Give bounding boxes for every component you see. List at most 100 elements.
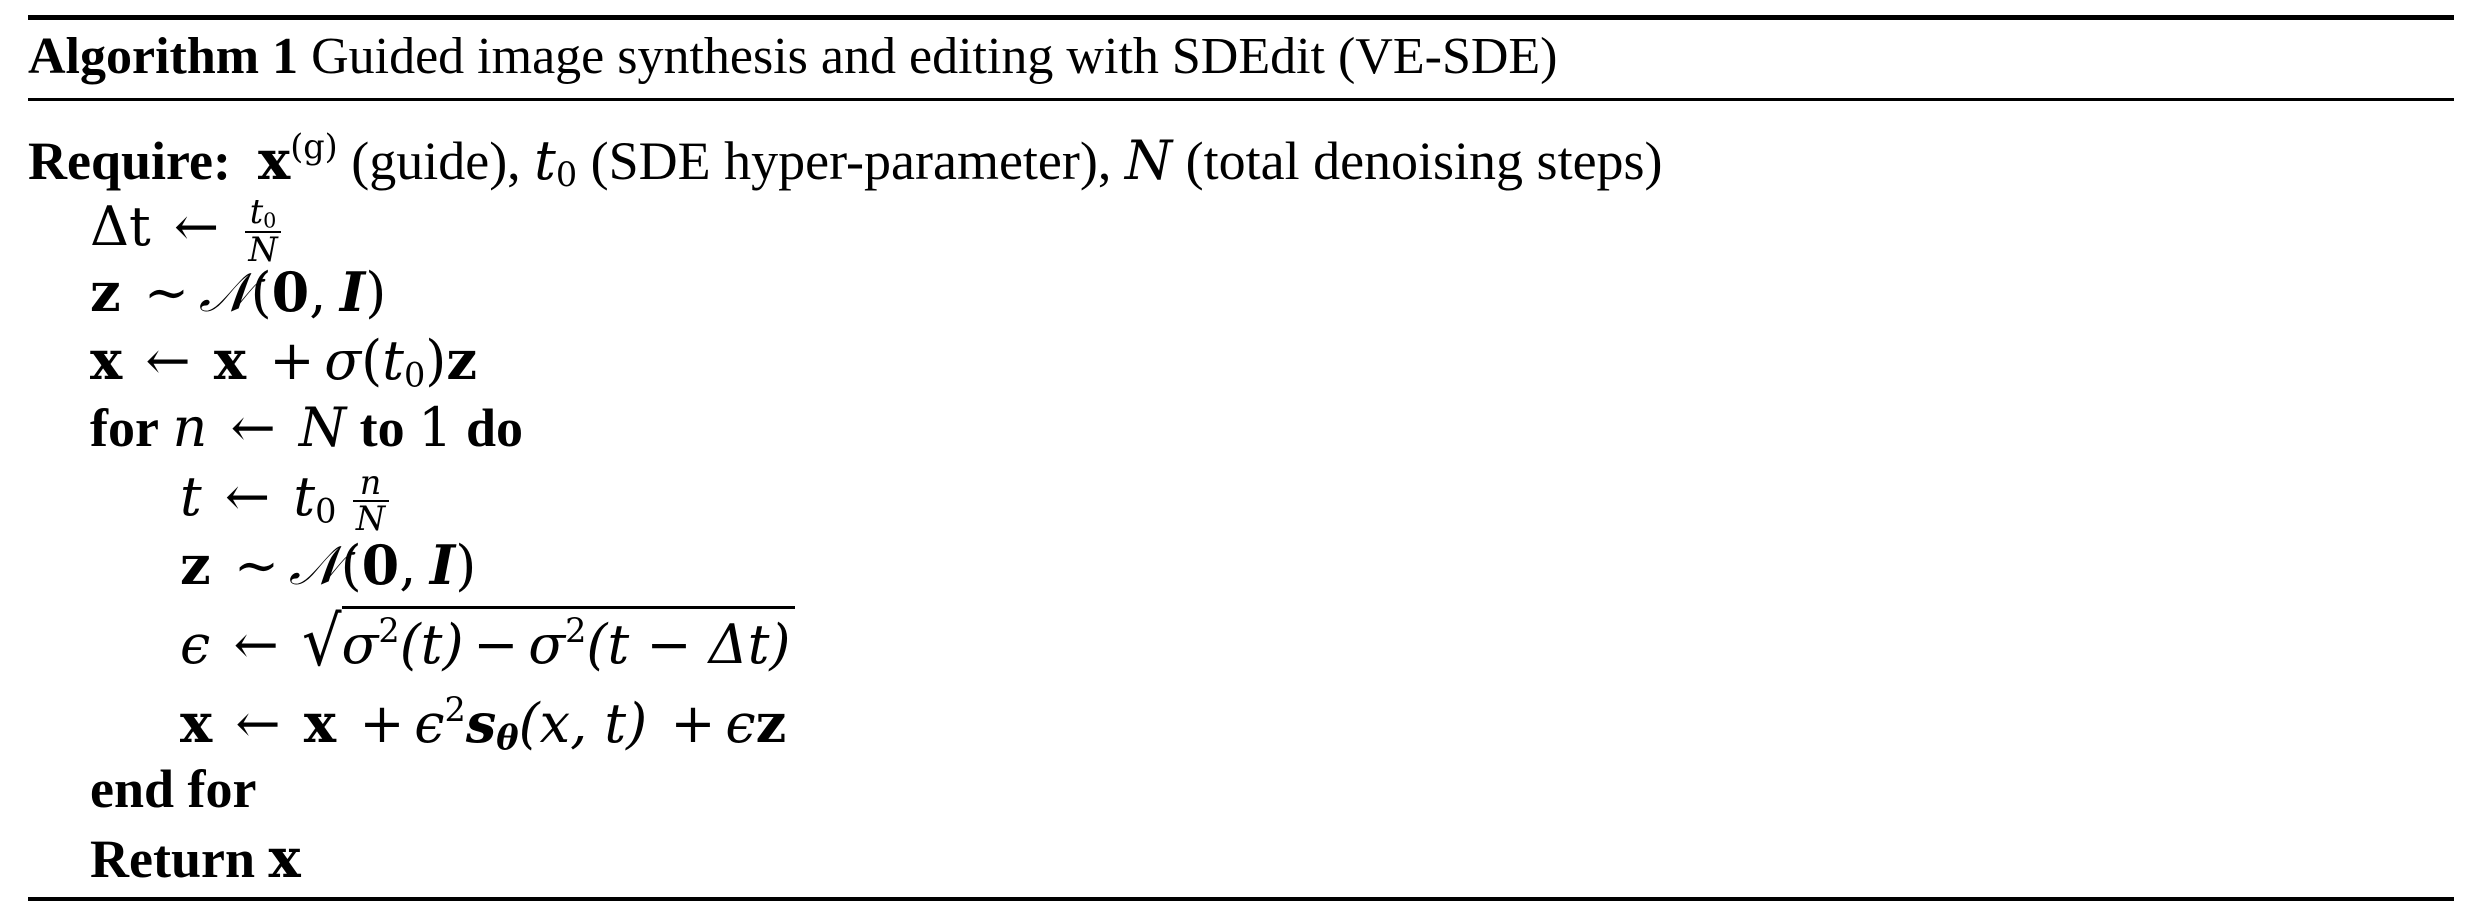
x-var: x — [268, 826, 301, 890]
perturb-x-line: x ← x +σ(t0)z — [90, 328, 477, 394]
x-var: x — [90, 328, 123, 392]
t0-desc: (SDE hyper-parameter), — [590, 130, 1112, 191]
N-var: N — [298, 396, 347, 459]
n-var: n — [172, 396, 208, 459]
epsilon-line: ϵ ← √σ2(t)−σ2(t − Δt) — [180, 601, 795, 682]
t-sub: 0 — [403, 355, 426, 395]
one-literal: 1 — [418, 396, 453, 459]
square-exponent: 2 — [378, 611, 400, 651]
plus-sign: + — [670, 691, 716, 755]
algorithm-caption: Algorithm 1 Guided image synthesis and e… — [28, 24, 1558, 90]
z-var: z — [755, 690, 787, 755]
for-loop-line: for n ← N to 1 do — [90, 396, 523, 459]
x-var: x — [180, 690, 213, 755]
require-keyword: Require: — [28, 130, 231, 191]
t0-sub: 0 — [555, 155, 578, 195]
delta-t: Δt — [90, 195, 151, 258]
normal-dist: 𝒩 — [198, 261, 251, 324]
t0-over-N-fraction: t0 N — [245, 192, 282, 270]
t0-sub: 0 — [315, 491, 337, 531]
x-var-rhs: x — [303, 690, 337, 755]
close-paren: ) — [425, 329, 447, 392]
close-paren: ) — [455, 534, 477, 597]
close-paren: ) — [365, 261, 387, 324]
guide-superscript: (g) — [290, 127, 338, 166]
end-for-line: end for — [90, 758, 256, 820]
sample-z-loop-line: z ∼𝒩(0, I) — [180, 533, 476, 598]
sample-z-line: z ∼𝒩(0, I) — [90, 260, 386, 325]
assign-arrow: ← — [173, 195, 220, 258]
guide-var: x — [257, 127, 291, 192]
guide-desc: (guide), — [351, 130, 521, 191]
square-root: √σ2(t)−σ2(t − Δt) — [302, 601, 795, 682]
plus-sign: + — [269, 329, 315, 392]
assign-arrow: ← — [233, 613, 279, 676]
open-paren: ( — [340, 534, 362, 597]
sim-symbol: ∼ — [233, 534, 280, 597]
sim-symbol: ∼ — [143, 261, 190, 324]
t-var: t — [180, 465, 202, 528]
radicand: σ2(t)−σ2(t − Δt) — [341, 606, 795, 676]
epsilon-var: ϵ — [414, 691, 445, 755]
identity-matrix: I — [339, 260, 366, 324]
require-line: Require: x(g) (guide), t0 (SDE hyper-par… — [28, 127, 1663, 194]
frac-num: n — [352, 466, 389, 502]
assign-arrow: ← — [230, 396, 276, 459]
n-over-N-fraction: n N — [352, 466, 389, 538]
zero-vector: 0 — [271, 260, 310, 324]
z-var: z — [90, 260, 121, 324]
return-keyword: Return — [90, 829, 255, 889]
z-var: z — [180, 533, 211, 597]
sigma: σ — [341, 613, 379, 676]
t-update-line: t ← t0 n N — [180, 465, 391, 537]
do-keyword: do — [466, 398, 524, 458]
to-keyword: to — [359, 398, 405, 458]
identity-matrix: I — [429, 533, 456, 597]
return-line: Return x — [90, 826, 301, 890]
assign-arrow: ← — [145, 329, 191, 392]
frac-num: t — [249, 192, 264, 232]
score-args: (x, t) — [518, 691, 648, 755]
square-exponent: 2 — [444, 690, 466, 729]
sqrt-symbol: √ — [301, 601, 342, 682]
arg-t: (t) — [399, 613, 464, 676]
update-x-line: x ← x +ϵ2sθ(x, t) +ϵz — [180, 690, 786, 757]
t-var: t — [382, 329, 404, 392]
theta-sub: θ — [496, 718, 519, 758]
square-exponent: 2 — [565, 611, 587, 651]
frac-num-sub: 0 — [263, 208, 277, 233]
t0-var: t — [534, 128, 556, 192]
frac-den: N — [355, 498, 386, 538]
score-function: s — [465, 690, 497, 755]
open-paren: ( — [361, 329, 383, 392]
comma: , — [399, 534, 417, 597]
normal-dist: 𝒩 — [288, 534, 341, 597]
assign-arrow: ← — [224, 465, 271, 528]
zero-vector: 0 — [361, 533, 400, 597]
open-paren: ( — [250, 261, 272, 324]
arg-t-minus-dt: (t − Δt) — [586, 613, 791, 676]
t0-var: t — [293, 465, 316, 528]
caption-title: Guided image synthesis and editing with … — [311, 28, 1558, 85]
caption-label: Algorithm 1 — [28, 28, 299, 85]
comma: , — [309, 261, 327, 324]
z-var: z — [446, 328, 477, 392]
x-var-rhs: x — [213, 328, 247, 392]
top-rule — [28, 15, 2454, 20]
bottom-rule — [28, 897, 2454, 901]
caption-rule — [28, 98, 2454, 101]
delta-t-line: Δt ← t0 N — [90, 195, 284, 269]
frac-den: N — [248, 230, 278, 270]
sigma: σ — [324, 329, 362, 392]
N-var: N — [1124, 128, 1173, 192]
minus-sign: − — [473, 613, 519, 676]
epsilon-var: ϵ — [180, 613, 211, 676]
for-keyword: for — [90, 398, 159, 458]
N-desc: (total denoising steps) — [1185, 130, 1663, 191]
assign-arrow: ← — [235, 691, 281, 755]
plus-sign: + — [359, 691, 405, 755]
sigma: σ — [528, 613, 566, 676]
epsilon-var: ϵ — [725, 691, 756, 755]
end-for-keyword: end for — [90, 759, 257, 819]
